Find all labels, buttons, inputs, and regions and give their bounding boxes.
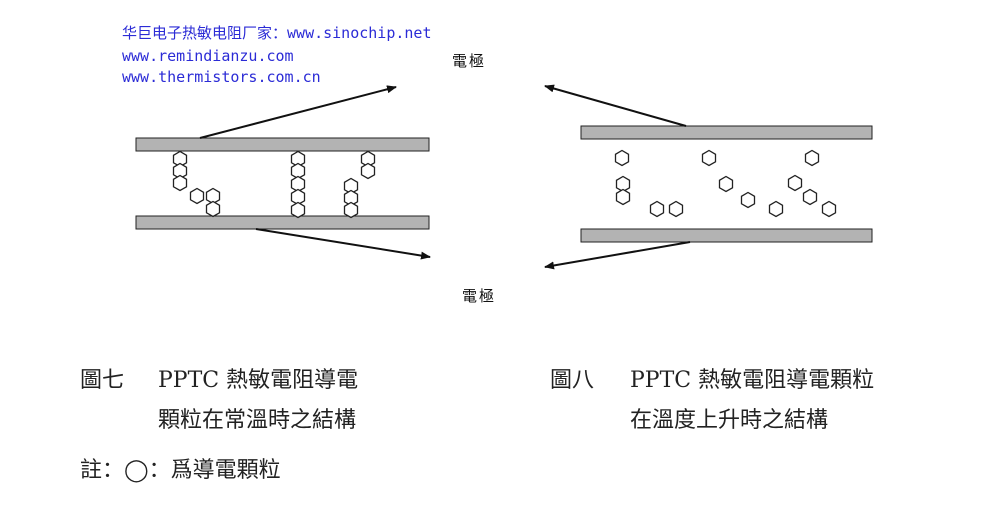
fig8-bottom-lead-arrow bbox=[544, 241, 691, 270]
conductive-particle bbox=[701, 149, 717, 167]
conductive-particle bbox=[804, 149, 820, 167]
conductive-particle bbox=[343, 201, 359, 219]
fig7-top-lead-arrow bbox=[199, 85, 397, 139]
conductive-particle bbox=[768, 200, 784, 218]
fig8-top-lead-arrow bbox=[544, 84, 687, 127]
figure8-caption-line1: PPTC 熱敏電阻導電顆粒 bbox=[630, 368, 875, 393]
fig7-bottom-electrode bbox=[135, 215, 430, 230]
fig8-particles bbox=[614, 149, 837, 218]
conductive-particle bbox=[615, 188, 631, 206]
figure7-caption-line1: PPTC 熱敏電阻導電 bbox=[158, 368, 359, 393]
figure7-diagram bbox=[135, 85, 431, 260]
conductive-particle bbox=[649, 200, 665, 218]
electrode-label-top: 電極 bbox=[452, 52, 487, 70]
conductive-particle bbox=[802, 188, 818, 206]
figure8-caption-line2: 在溫度上升時之結構 bbox=[630, 408, 829, 433]
electrode-label-bottom: 電極 bbox=[462, 287, 497, 305]
conductive-particle bbox=[740, 191, 756, 209]
fig8-bottom-electrode bbox=[580, 228, 873, 243]
fig8-top-electrode bbox=[580, 125, 873, 140]
fig7-top-electrode bbox=[135, 137, 430, 152]
conductive-particle bbox=[668, 200, 684, 218]
watermark-line-1: 华巨电子热敏电阻厂家：www.sinochip.net bbox=[122, 24, 432, 42]
conductive-particle bbox=[189, 187, 205, 205]
fig7-particles bbox=[172, 150, 376, 219]
pptc-structure-diagram bbox=[135, 84, 873, 270]
figure7-caption-line2: 顆粒在常溫時之結構 bbox=[158, 408, 357, 433]
conductive-particle bbox=[787, 174, 803, 192]
conductive-particle bbox=[360, 162, 376, 180]
conductive-particle bbox=[821, 200, 837, 218]
conductive-particle bbox=[172, 174, 188, 192]
conductive-particle bbox=[614, 149, 630, 167]
conductive-particle bbox=[718, 175, 734, 193]
watermark-line-3: www.thermistors.com.cn bbox=[122, 68, 321, 86]
conductive-particle bbox=[205, 200, 221, 218]
figure8-diagram bbox=[544, 84, 873, 270]
figure7-number: 圖七 bbox=[80, 368, 125, 393]
legend-note: 註：◯：爲導電顆粒 bbox=[80, 458, 281, 483]
conductive-particle bbox=[290, 201, 306, 219]
figure8-number: 圖八 bbox=[550, 368, 595, 393]
watermark-line-2: www.remindianzu.com bbox=[122, 47, 294, 65]
fig7-bottom-lead-arrow bbox=[255, 228, 431, 260]
